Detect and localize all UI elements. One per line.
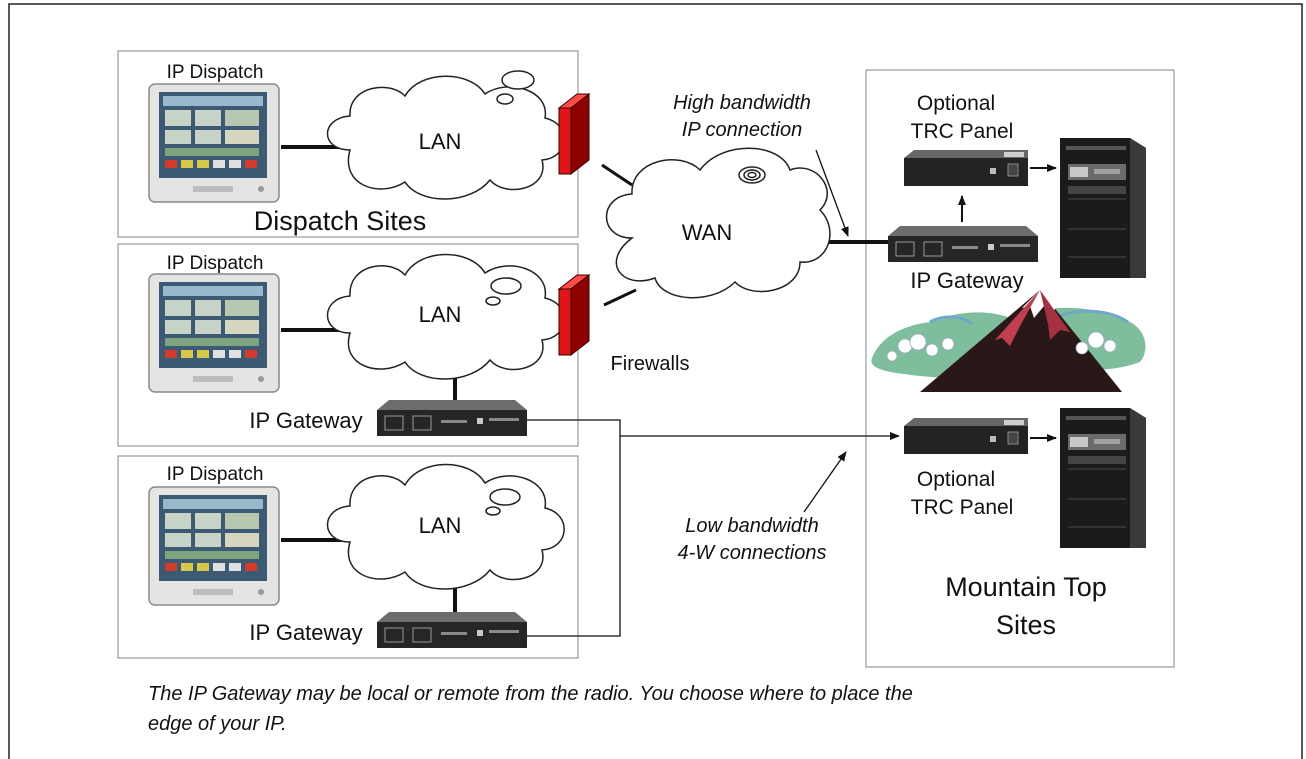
firewall-1 [558,93,590,175]
mountain-top-box [865,69,1175,668]
ip-dispatch-console-1 [148,83,280,203]
mountain-top-title-line2: Sites [996,610,1056,640]
high-bandwidth-pointer [815,149,849,237]
ip-gateway-site-3 [376,611,528,649]
ip-dispatch-label-2: IP Dispatch [167,253,264,274]
firewall-2 [558,274,590,356]
dispatch-sites-title: Dispatch Sites [254,206,427,236]
lan-label-3: LAN [419,513,462,538]
wan-label: WAN [682,220,733,245]
mountain-top-title-line1: Mountain Top [945,572,1107,602]
ip-dispatch-console-3 [148,486,280,606]
low-bandwidth-label-line2: 4-W connections [678,542,827,564]
ip-gateway-mountain [887,225,1039,263]
high-bandwidth-label-line1: High bandwidth [673,92,811,114]
low-bandwidth-pointer [803,451,847,513]
optional-trc-top-line2: TRC Panel [911,120,1014,143]
firewall-wan-link-2 [603,288,637,307]
ip-gateway-label-2: IP Gateway [249,408,362,433]
firewall-wan-link-1 [601,163,633,187]
caption-line2: edge of your IP. [148,713,287,735]
optional-trc-bottom-line1: Optional [917,468,995,491]
ip-dispatch-console-2 [148,273,280,393]
ip-gateway-site-2 [376,399,528,437]
ip-gateway-mountain-label: IP Gateway [910,268,1023,293]
radio-rack-bottom [1060,408,1146,548]
low-bandwidth-label-line1: Low bandwidth [685,515,818,537]
four-wire-link-2 [524,419,900,440]
ip-gateway-label-3: IP Gateway [249,620,362,645]
ip-dispatch-label-1: IP Dispatch [167,62,264,83]
lan-label-1: LAN [419,129,462,154]
four-wire-link-3 [524,436,621,637]
firewalls-label: Firewalls [611,353,690,375]
lan-cloud-2 [326,253,565,380]
optional-trc-top-line1: Optional [917,92,995,115]
trc-panel-top [903,149,1029,187]
optional-trc-bottom-line2: TRC Panel [911,496,1014,519]
lan-label-2: LAN [419,302,462,327]
ip-dispatch-label-3: IP Dispatch [167,464,264,485]
trc-panel-bottom [903,417,1029,455]
high-bandwidth-label-line2: IP connection [682,119,802,141]
wan-cloud [605,147,831,299]
lan-cloud-3 [326,463,565,590]
caption-line1: The IP Gateway may be local or remote fr… [148,683,913,705]
mountain-illustration [871,290,1146,392]
radio-rack-top [1060,138,1146,278]
dispatch-site-box-3 [117,455,579,659]
lan-cloud-1 [326,70,565,200]
